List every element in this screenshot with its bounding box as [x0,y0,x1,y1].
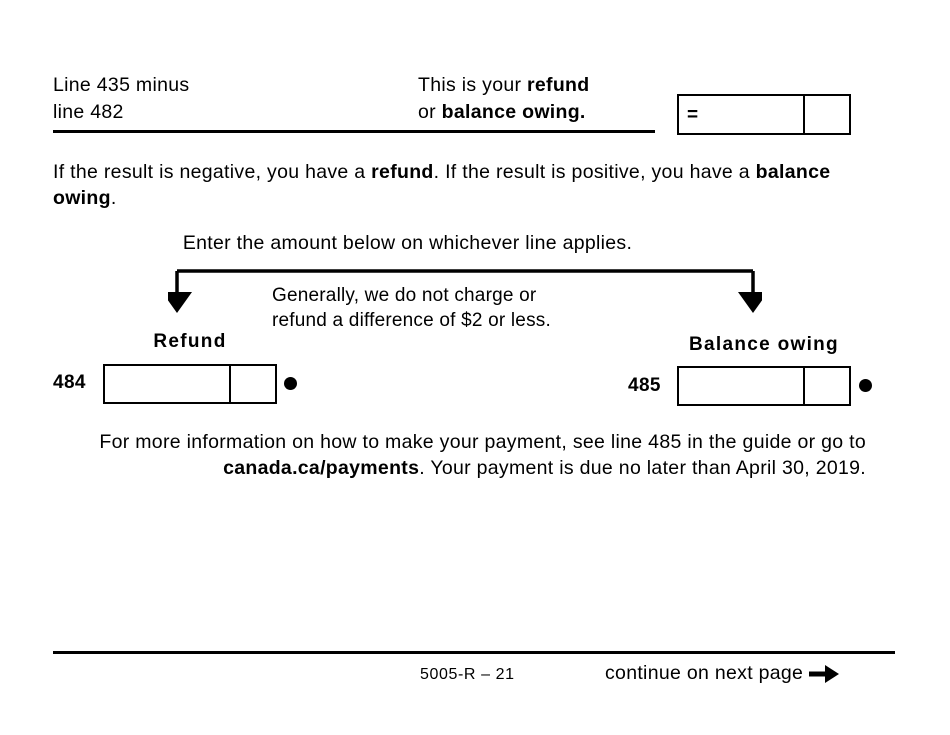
arrow-right-icon [809,664,840,683]
header-divider-rule [53,130,655,133]
result-statement-text-1: This is your [418,74,528,96]
generally-note: Generally, we do not charge or refund a … [272,285,551,331]
total-amount-dollars-field[interactable]: = [679,96,805,133]
arrow-down-right-icon [738,292,762,313]
balance-owing-amount-box[interactable] [677,366,851,406]
payment-note-text-1: For more information on how to make your… [99,431,866,453]
neg-pos-note-text-3: . [110,187,117,209]
line-reference-text: Line 435 minus line 482 [53,74,190,123]
enter-amount-instruction: Enter the amount below on whichever line… [182,232,633,254]
negative-positive-note: If the result is negative, you have a re… [53,159,873,211]
continue-next-page-label: continue on next page [605,662,804,684]
refund-bullet-dot-icon [284,377,297,390]
result-statement: This is your refund or balance owing. [418,72,589,126]
arrow-down-left-icon [168,292,192,313]
balance-owing-bullet-dot-icon [859,379,872,392]
result-statement-text-2: or [418,101,442,123]
form-code: 5005-R – 21 [420,666,515,683]
balance-owing-cents-field[interactable] [805,368,849,404]
payment-note-link-text[interactable]: canada.ca/payments [223,457,420,479]
balance-owing-dollars-field[interactable] [679,368,805,404]
total-amount-box[interactable]: = [677,94,851,135]
result-statement-bold-2: balance owing. [441,101,586,123]
split-bracket-arrows [168,269,762,313]
neg-pos-note-bold-1: refund [371,161,434,183]
refund-dollars-field[interactable] [105,366,231,402]
neg-pos-note-bold-2: balance owing [53,161,831,209]
neg-pos-note-text-2: . If the result is positive, you have a [433,161,756,183]
equals-sign: = [687,104,699,125]
total-amount-cents-field[interactable] [805,96,849,133]
payment-information-note: For more information on how to make your… [0,429,866,481]
result-statement-bold-1: refund [527,74,590,96]
balance-owing-line-number: 485 [628,375,661,396]
refund-cents-field[interactable] [231,366,275,402]
payment-note-text-2: . Your payment is due no later than Apri… [419,457,866,479]
footer-divider-rule [53,651,895,654]
refund-line-number: 484 [53,372,86,393]
balance-owing-label: Balance owing [689,334,839,355]
neg-pos-note-text-1: If the result is negative, you have a [53,161,372,183]
refund-label: Refund [153,331,227,352]
refund-amount-box[interactable] [103,364,277,404]
continue-next-page-note: continue on next page [605,662,840,685]
